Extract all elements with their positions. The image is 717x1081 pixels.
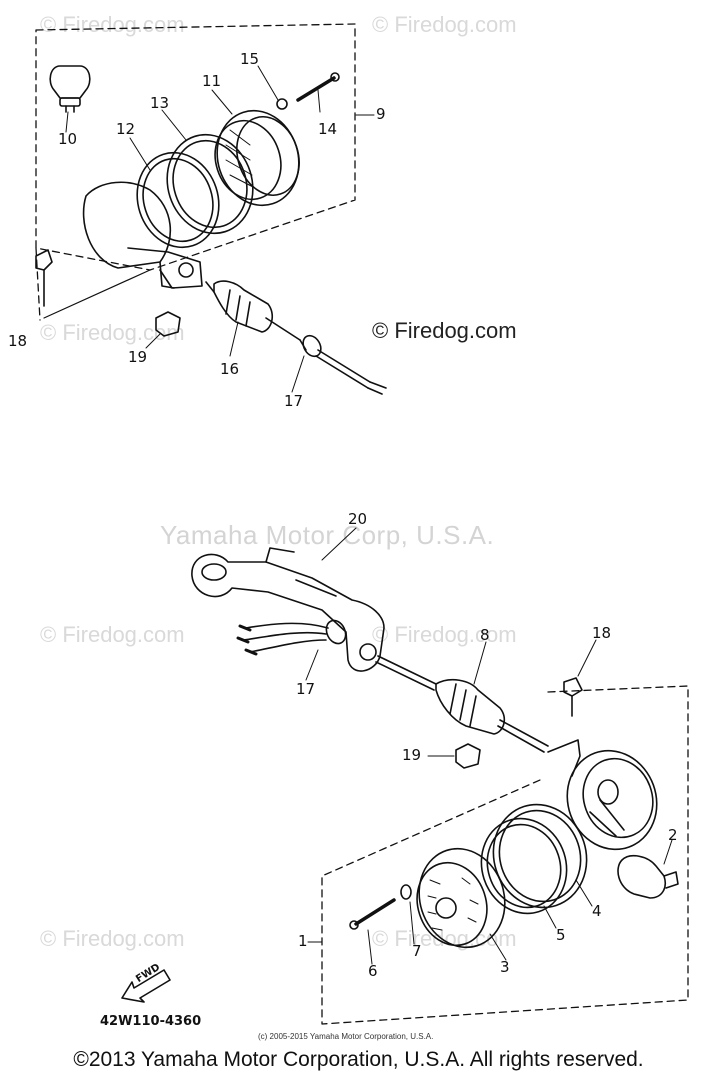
washer-part-7 [400, 884, 412, 900]
assembly-boundary-lower [321, 685, 689, 1025]
bulb-part-10 [49, 65, 91, 113]
callout-15: 15 [240, 50, 260, 68]
callout-2: 2 [668, 826, 678, 844]
watermark-firedog: © Firedog.com [40, 12, 185, 37]
callout-17-lower: 17 [296, 680, 316, 698]
bolt-part-18-upper [35, 249, 53, 307]
assembly-boundary-upper [35, 23, 356, 271]
callout-13: 13 [150, 94, 170, 112]
lens-part-3 [416, 847, 506, 949]
diagram-code: 42W110-4360 [100, 1014, 202, 1029]
bolt-part-18-lower [563, 677, 583, 717]
footer-copyright: ©2013 Yamaha Motor Corporation, U.S.A. A… [73, 1048, 644, 1071]
exploded-parts-diagram [35, 23, 689, 1025]
rim-part-12 [136, 151, 220, 249]
gasket-part-13 [166, 133, 254, 235]
callout-8: 8 [480, 626, 490, 644]
callout-1: 1 [298, 932, 308, 950]
nut-part-19-lower [455, 743, 481, 769]
callout-11: 11 [202, 72, 222, 90]
washer-part-15 [276, 98, 288, 110]
housing-upper [82, 181, 203, 289]
housing-lower [547, 739, 658, 851]
watermark-firedog: © Firedog.com [40, 926, 185, 951]
watermark-firedog-center: © Firedog.com [372, 318, 517, 343]
callout-19-lower: 19 [402, 746, 422, 764]
socket-part-8 [435, 678, 549, 753]
screw-part-14 [296, 76, 336, 102]
callout-9: 9 [376, 105, 386, 123]
socket-part-16 [205, 280, 301, 341]
watermark-firedog: © Firedog.com [40, 622, 185, 647]
rim-part-5 [480, 817, 568, 915]
callout-18-lower: 18 [592, 624, 612, 642]
grommet-part-17-upper [299, 334, 387, 395]
callout-17-upper: 17 [284, 392, 304, 410]
callout-10: 10 [58, 130, 78, 148]
callout-14: 14 [318, 120, 338, 138]
lens-part-11 [214, 109, 300, 207]
callout-4: 4 [592, 902, 602, 920]
callout-12: 12 [116, 120, 136, 138]
watermark-firedog: © Firedog.com [372, 622, 517, 647]
callout-16: 16 [220, 360, 240, 378]
callout-20: 20 [348, 510, 368, 528]
nut-part-19-upper [155, 311, 181, 337]
fwd-arrow-icon [121, 969, 171, 1003]
watermark-firedog: © Firedog.com [372, 12, 517, 37]
bulb-part-2 [617, 854, 679, 899]
callout-5: 5 [556, 926, 566, 944]
callout-7: 7 [412, 942, 422, 960]
small-copyright: (c) 2005-2015 Yamaha Motor Corporation, … [258, 1032, 434, 1041]
bracket-part-20 [191, 547, 385, 672]
grommet-part-17-lower [236, 619, 347, 656]
watermark-yamaha-corp: Yamaha Motor Corp, U.S.A. [160, 520, 495, 550]
callout-18-upper: 18 [8, 332, 28, 350]
callout-3: 3 [500, 958, 510, 976]
screw-part-6 [354, 898, 396, 926]
callout-19-upper: 19 [128, 348, 148, 366]
callout-6: 6 [368, 962, 378, 980]
gasket-part-4 [492, 803, 588, 909]
